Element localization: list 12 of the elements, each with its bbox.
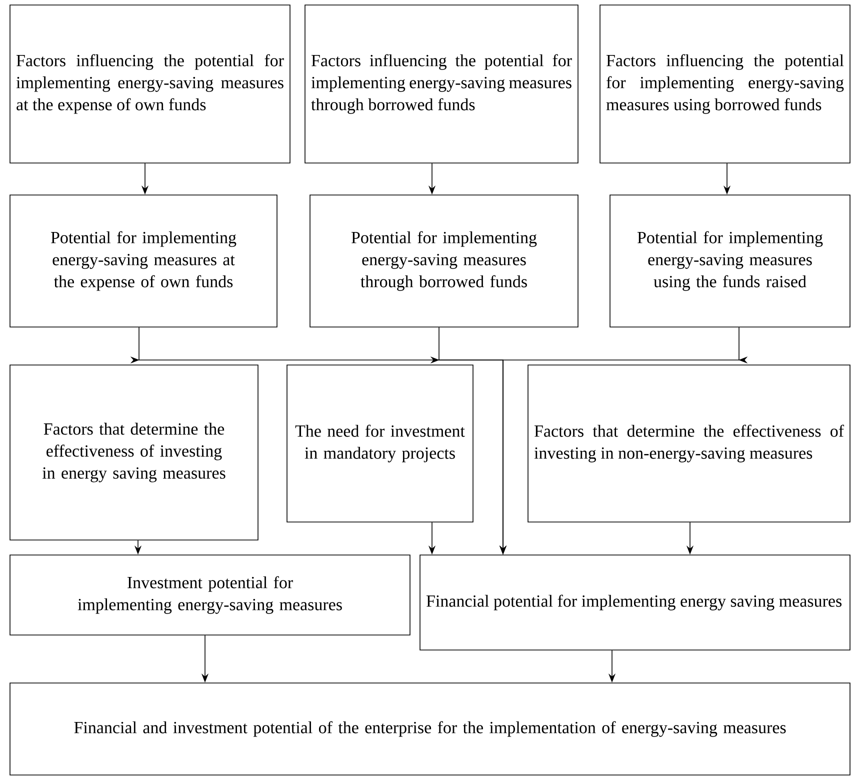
text-box: Factors influencing the potential for implementing energy-saving measures using borrowed funds <box>600 4 850 164</box>
text-box: Factors that determine the effectiveness of investing in non-energy-saving measures <box>528 364 850 522</box>
text-box: Financial and investment potential of the enterprise for the implementation of energy-saving measures <box>10 682 850 776</box>
text-box: Potential for implementing energy-saving measures using the funds raised <box>610 194 850 328</box>
text-box: Potential for implementing energy-saving measures through borrowed funds <box>310 194 578 328</box>
text-box: Financial potential for implementing energy saving measures <box>420 554 850 650</box>
text-box: The need for investment in mandatory projects <box>286 364 474 522</box>
text-box: Potential for implementing energy-saving measures at the expense of own funds <box>10 194 278 328</box>
text-box: Factors influencing the potential for implementing energy-saving measures through borrowed funds <box>304 4 578 164</box>
text-box: Factors that determine the effectiveness of investing in energy saving measures <box>10 364 258 540</box>
text-box: Investment potential for implementing energy-saving measures <box>10 554 410 636</box>
text-box: Factors influencing the potential for implementing energy-saving measures at the expense of own funds <box>10 4 290 164</box>
